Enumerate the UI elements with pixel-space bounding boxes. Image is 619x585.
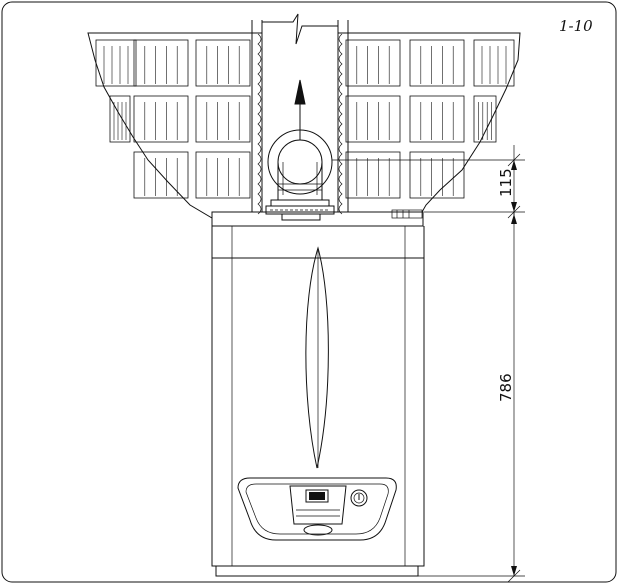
brick [409, 95, 465, 143]
dimension-offset-label: 115 [497, 168, 515, 197]
brick [109, 95, 131, 143]
arrow-up-icon [294, 79, 306, 140]
bricks-left [95, 39, 251, 199]
brick-wall [87, 32, 521, 219]
brick [195, 39, 251, 87]
brick [409, 39, 465, 87]
brick [473, 39, 515, 87]
brick [473, 95, 497, 143]
brick [345, 39, 401, 87]
brick [345, 95, 401, 143]
brick [195, 95, 251, 143]
control-panel [237, 477, 397, 541]
figure-label: 1-10 [559, 17, 593, 35]
brick [133, 95, 189, 143]
brick [95, 39, 137, 87]
brick [409, 151, 465, 199]
control-knob [303, 524, 333, 536]
display-screen [305, 489, 329, 503]
brick [195, 151, 251, 199]
front-lens [305, 246, 329, 469]
dimension-lines [332, 145, 525, 583]
flue-duct [251, 13, 349, 215]
bricks-right [345, 39, 515, 199]
break-line [262, 13, 338, 45]
flue-elbow [265, 129, 335, 221]
brick [133, 39, 189, 87]
boiler-unit [211, 209, 425, 577]
brick [345, 151, 401, 199]
gauge-icon [350, 489, 368, 507]
dimension-height-label: 786 [497, 373, 515, 402]
brick [133, 151, 189, 199]
